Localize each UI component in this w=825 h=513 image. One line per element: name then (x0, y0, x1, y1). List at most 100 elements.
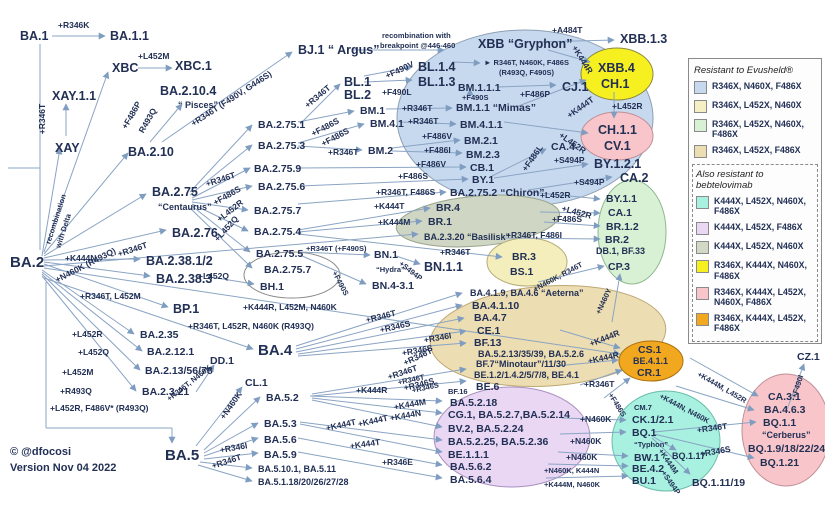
edge-arrow (297, 451, 443, 481)
mutation-label: +R346T (402, 103, 433, 113)
legend-item: K444X, L452X, N460X, F486X (696, 196, 814, 216)
edge-arrow (311, 397, 443, 416)
edge-arrow (41, 273, 141, 371)
edge-arrow (189, 124, 253, 193)
diagram-node: CV.1 (604, 139, 631, 153)
legend-item: R346X, K444X, N460X, F486X (696, 260, 814, 281)
diagram-node: BA.5.6.2 (450, 461, 492, 473)
mutation-label: +R346T (210, 451, 243, 471)
diagram-node: BY.1.2.1 (594, 157, 642, 171)
edge-arrow (611, 273, 623, 323)
edge-arrow (295, 291, 463, 347)
diagram-node: BA.5.3 (264, 418, 297, 430)
version-text: Version Nov 04 2022 (10, 461, 117, 474)
mutation-label: +K444R (586, 349, 620, 366)
diagram-node: BA.5.9 (264, 449, 297, 461)
mutation-label: +R346K (58, 20, 90, 30)
diagram-node: BA.2 (10, 254, 45, 271)
diagram-node: BY.1.1 (606, 193, 637, 205)
mutation-label: +L452R, F486V* (R493Q) (50, 403, 149, 413)
edge-arrow (311, 378, 467, 397)
diagram-node: BA.2.75 (152, 185, 198, 199)
edge-arrow (195, 364, 215, 393)
footer: © @dfocosi Version Nov 04 2022 (10, 445, 116, 477)
mutation-label: +N460K (217, 389, 244, 421)
diagram-node: BV.2, BA.5.2.24 (448, 423, 524, 435)
legend-bebtelovimab-list: K444X, L452X, N460X, F486X K444X, L452X, … (696, 196, 814, 333)
mutation-label: +F486L (519, 143, 545, 173)
mutation-label: +K444M, L452R (695, 369, 749, 406)
edge-arrow (203, 422, 259, 454)
edge-arrow (391, 149, 463, 157)
cluster-ellipse-pink-bq-cluster (741, 373, 825, 487)
edge-arrow (579, 368, 623, 386)
edge-arrow (311, 399, 443, 430)
edge-arrow (203, 436, 259, 457)
diagram-node: BA.2.3.20 “Basilisk” (424, 232, 511, 242)
edge-arrow (491, 148, 547, 177)
diagram-node: BA.5 (165, 447, 200, 464)
diagram-node: BQ.1.21 (760, 457, 800, 469)
diagram-node: CZ.1 (797, 351, 820, 363)
mutation-label: +R346T, F486S (376, 187, 436, 197)
diagram-node: BA.1.1 (110, 29, 149, 43)
edge-arrow (149, 103, 183, 143)
diagram-node: DD.1 (210, 355, 234, 367)
edge-arrow (197, 464, 253, 483)
diagram-node: BP.1 (173, 302, 200, 316)
diagram-node: XBC.1 (175, 59, 212, 73)
cluster-ellipse-orange-cluster (618, 340, 684, 382)
edge-arrow (191, 184, 253, 201)
diagram-node: BA.5.6.4 (450, 474, 492, 486)
edge-arrow (653, 433, 755, 460)
diagram-node: BM.4.1.1 (460, 119, 503, 131)
edge-arrow (493, 161, 589, 179)
edge-arrow (43, 277, 254, 351)
diagram-node: BA.2.10 (128, 145, 174, 159)
mutation-label: +L452R (72, 329, 103, 339)
diagram-node: BA.5.2.25, BA.5.2.36 (448, 436, 549, 448)
edge-arrow (545, 472, 629, 480)
legend-item: R346X, N460X, F486X (694, 81, 816, 94)
mutation-label: +K444T (349, 436, 381, 451)
edge-arrow (603, 377, 631, 399)
edge-arrow (299, 175, 469, 187)
diagram-node: BF.7“Minotaur”/11/30 (476, 359, 567, 369)
edge-arrow (537, 36, 615, 44)
diagram-node: BN.1.1 (424, 260, 463, 274)
mutation-label: +K444T (564, 94, 596, 121)
edge-arrow (297, 145, 363, 154)
diagram-node: BM.2 (368, 145, 394, 157)
mutation-label: +R346T (328, 147, 359, 157)
cluster-ellipse-br-cluster (395, 194, 561, 248)
diagram-node: BA.5.2 (266, 392, 299, 404)
edge-arrow (651, 435, 677, 451)
diagram-node: XBB.4 (598, 61, 635, 75)
diagram-node: BA.2.10.4 (160, 84, 217, 98)
diagram-node: CA.2 (620, 171, 649, 185)
edge-arrow (297, 233, 503, 260)
mutation-label: +F490L (382, 87, 412, 97)
diagram-node: “Hydra” (376, 265, 405, 274)
edge-arrow (161, 51, 293, 143)
edge-arrow (43, 152, 129, 255)
edge-arrow (559, 329, 621, 350)
diagram-node: BF.16 (448, 387, 468, 396)
mutation-label: +L452R (612, 101, 643, 111)
mutation-label: +K444T (374, 201, 405, 211)
edge-arrow (209, 276, 255, 287)
mutation-label: +F486V (422, 131, 453, 141)
edge-arrow (515, 79, 587, 108)
edge-arrow (547, 49, 591, 64)
edge-arrow (395, 255, 421, 266)
mutation-label: +R346S (378, 318, 412, 335)
diagram-node: BR.1 (428, 216, 452, 228)
edge-arrow (43, 227, 167, 259)
legend-label: K444X, L452X, F486X (714, 222, 803, 233)
edge-arrow (189, 144, 253, 196)
diagram-node: BQ.1.9/18/22/24 (748, 443, 825, 455)
edge-arrow (297, 122, 365, 144)
diagram-node: CA.1 (608, 207, 632, 219)
edge-arrow (557, 451, 629, 460)
edge-arrow (653, 419, 757, 433)
